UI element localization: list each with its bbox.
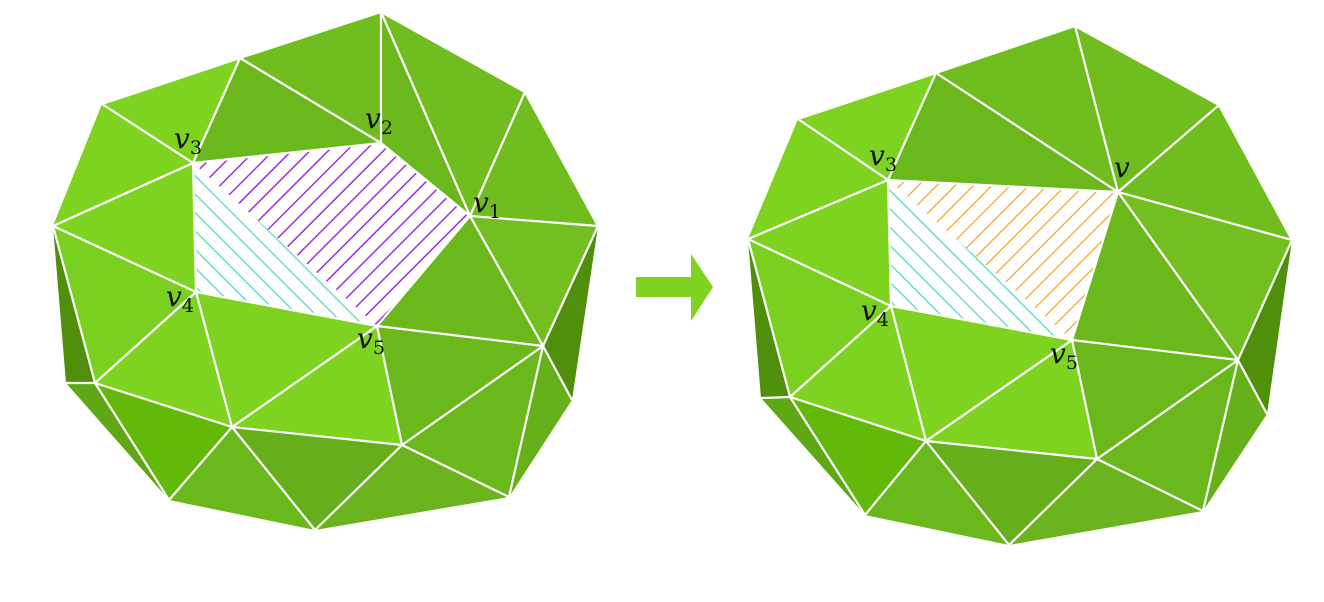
mesh-face <box>1238 240 1292 414</box>
mesh-face <box>66 383 169 500</box>
mesh-face <box>232 326 402 445</box>
mesh-face <box>377 216 543 346</box>
mesh-face <box>95 383 232 500</box>
vertex-label-v3: v3 <box>869 139 897 176</box>
mesh-face <box>748 239 891 397</box>
vertex-label-v3: v3 <box>174 122 202 159</box>
mesh-face <box>798 73 936 180</box>
vertex-label-v4: v4 <box>861 294 889 331</box>
mesh-face <box>543 226 598 400</box>
mesh-face <box>748 180 891 306</box>
mesh-face <box>1118 192 1292 360</box>
vertex-label-v: v <box>1114 151 1130 184</box>
mesh-after: v3 v v4 v5 <box>746 24 1294 546</box>
mesh-face <box>865 441 1009 545</box>
mesh-face <box>470 92 598 226</box>
vertex-label-v1: v1 <box>473 186 501 223</box>
mesh-face <box>891 306 1072 441</box>
mesh-face <box>196 292 377 427</box>
mesh-face <box>470 216 598 346</box>
mesh-face <box>790 397 926 515</box>
new-face-hatched <box>888 180 1118 340</box>
vertex-label-v4: v4 <box>166 280 194 317</box>
mesh-face <box>761 397 865 515</box>
kept-face-hatched <box>888 180 1072 340</box>
mesh-face <box>402 346 543 497</box>
mesh-face <box>53 163 196 292</box>
mesh-face <box>748 119 888 239</box>
mesh-face <box>315 445 509 530</box>
vertex-label-v2: v2 <box>365 102 393 139</box>
mesh-edges <box>51 10 599 531</box>
mesh-face <box>232 427 402 530</box>
mesh-face <box>926 441 1097 545</box>
mesh-face <box>509 346 572 497</box>
mesh-face <box>1075 26 1219 192</box>
mesh-face <box>1072 340 1238 459</box>
mesh-face <box>381 12 525 216</box>
right-arrow-icon <box>636 254 713 321</box>
mesh-edges <box>746 24 1294 546</box>
vertex-label-v5: v5 <box>1050 337 1078 374</box>
mesh-face <box>169 427 315 530</box>
mesh-face <box>888 73 1118 192</box>
mesh-face <box>377 326 543 445</box>
mesh-before: v2 v3 v1 v4 v5 <box>51 10 599 531</box>
mesh-face <box>193 58 381 163</box>
mesh-face <box>102 58 240 163</box>
mesh-face <box>53 226 196 383</box>
mesh-face <box>1097 360 1238 511</box>
mesh-face <box>1118 105 1292 240</box>
mesh-face <box>240 12 381 143</box>
kept-face-hatched <box>193 163 377 326</box>
mesh-face <box>926 340 1097 459</box>
mesh-face <box>53 104 193 226</box>
mesh-face <box>936 26 1118 192</box>
removed-face-hatched <box>193 143 470 326</box>
vertex-label-v5: v5 <box>357 322 385 359</box>
mesh-face <box>1203 360 1267 511</box>
mesh-face <box>1072 192 1238 360</box>
mesh-face <box>1009 459 1203 545</box>
